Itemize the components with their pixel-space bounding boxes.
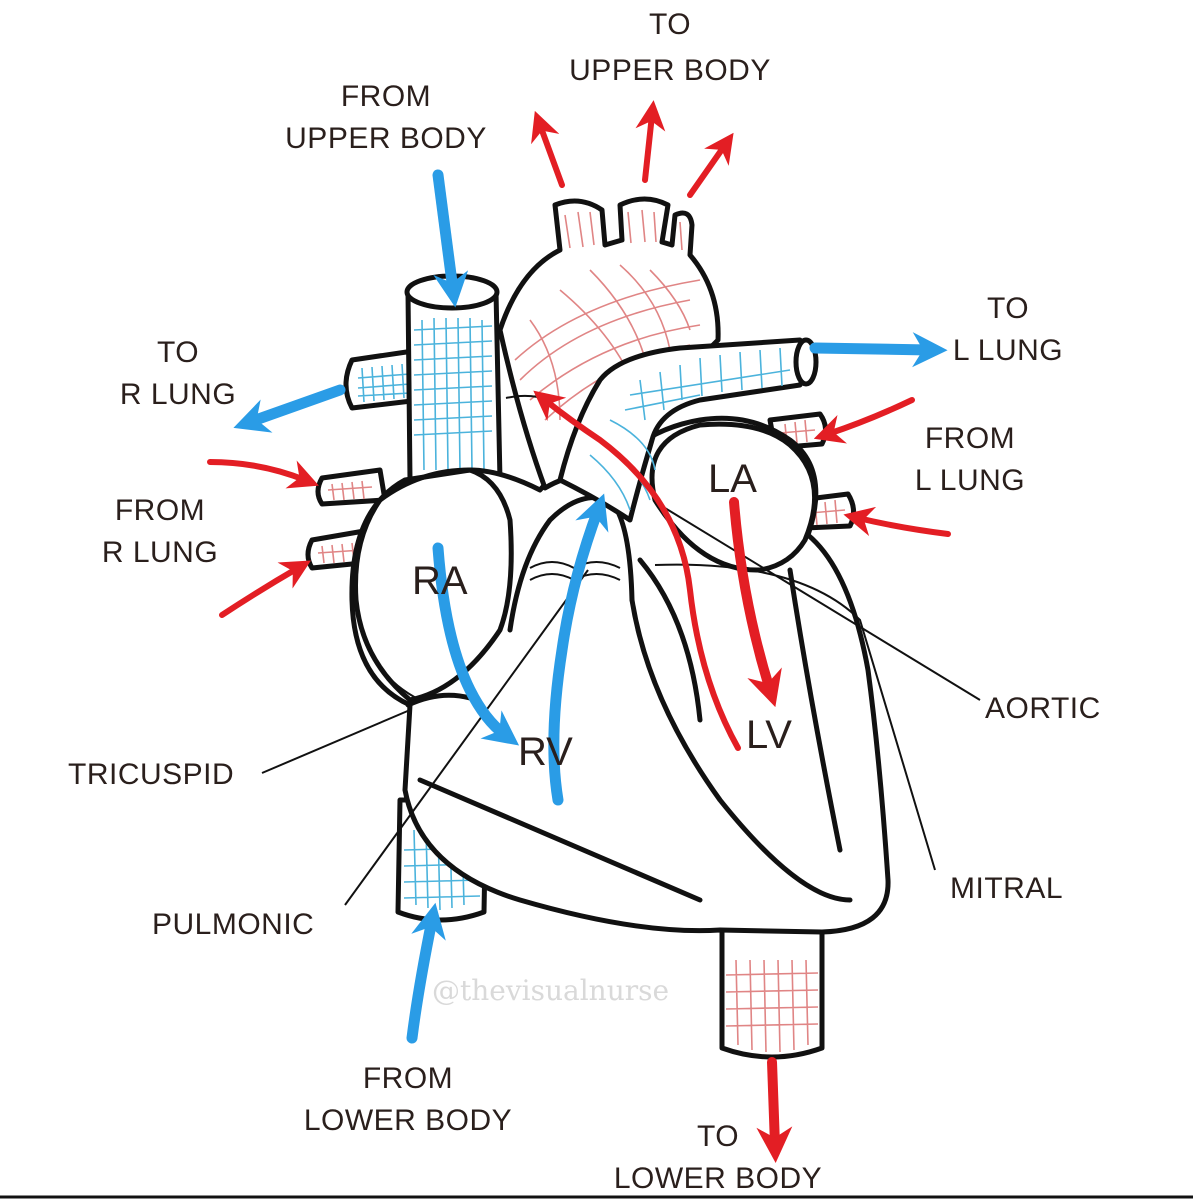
descending-aorta <box>719 927 825 1060</box>
chamber-label-rv: RV <box>518 730 573 774</box>
label-from-r-lung: FROM R LUNG <box>102 494 218 569</box>
label-from-l-lung: FROM L LUNG <box>915 422 1025 497</box>
label-to-r-lung: TO R LUNG <box>120 336 236 411</box>
arrow-from-upper-body <box>432 169 469 308</box>
chamber-label-ra: RA <box>412 559 468 603</box>
label-from-lower-body: FROM LOWER BODY <box>304 1062 512 1137</box>
label-pulmonic: PULMONIC <box>152 908 314 941</box>
arrow-la-to-lv <box>729 497 782 708</box>
label-tricuspid: TRICUSPID <box>68 758 234 791</box>
svg-text:L LUNG: L LUNG <box>953 334 1063 367</box>
oxygenated-flow <box>207 100 951 1163</box>
svg-text:TO: TO <box>987 292 1029 325</box>
svg-text:LOWER BODY: LOWER BODY <box>304 1104 512 1137</box>
svg-text:TO: TO <box>157 336 199 369</box>
heart-body <box>349 415 891 935</box>
arrow-rv-to-pulmonary <box>548 493 609 806</box>
label-to-upper-body: TO UPPER BODY <box>569 8 771 87</box>
arrow-from-l-lung-1 <box>813 397 915 444</box>
arrow-to-l-lung <box>809 332 948 368</box>
valve-pointers <box>261 504 981 906</box>
right-pulmonary-artery <box>343 347 423 411</box>
label-to-l-lung: TO L LUNG <box>953 292 1063 367</box>
label-mitral: MITRAL <box>950 872 1063 905</box>
svg-text:FROM: FROM <box>363 1062 453 1095</box>
arrow-to-upper-body-3 <box>687 132 734 198</box>
svg-text:LOWER BODY: LOWER BODY <box>614 1162 822 1195</box>
arrow-to-lower-body <box>756 1057 793 1163</box>
svg-text:FROM: FROM <box>925 422 1015 455</box>
svg-text:UPPER BODY: UPPER BODY <box>285 122 487 155</box>
pulmonary-trunk <box>557 337 819 523</box>
arrow-to-r-lung <box>233 384 346 433</box>
arrow-to-upper-body-1 <box>531 110 565 188</box>
arrow-from-r-lung-2 <box>219 560 311 618</box>
deoxygenated-flow <box>233 169 948 1044</box>
arrow-from-r-lung-1 <box>207 459 319 489</box>
arrow-ra-to-rv <box>432 542 520 746</box>
chamber-label-la: LA <box>708 457 757 501</box>
label-to-lower-body: TO LOWER BODY <box>614 1120 822 1195</box>
svg-text:FROM: FROM <box>341 80 431 113</box>
svg-text:UPPER BODY: UPPER BODY <box>569 54 771 87</box>
arrow-from-lower-body <box>406 902 446 1044</box>
svg-text:R LUNG: R LUNG <box>102 536 218 569</box>
label-from-upper-body: FROM UPPER BODY <box>285 80 487 155</box>
svg-text:L LUNG: L LUNG <box>915 464 1025 497</box>
arrow-from-l-lung-2 <box>843 506 951 537</box>
svg-text:TO: TO <box>697 1120 739 1153</box>
arrow-lv-to-aorta <box>533 390 741 751</box>
svg-text:R LUNG: R LUNG <box>120 378 236 411</box>
label-aortic: AORTIC <box>985 692 1101 725</box>
svg-text:FROM: FROM <box>115 494 205 527</box>
superior-vena-cava <box>404 273 503 483</box>
chamber-label-lv: LV <box>746 713 792 757</box>
svg-text:TO: TO <box>649 8 691 41</box>
arrow-to-upper-body-2 <box>635 100 666 183</box>
watermark: @thevisualnurse <box>432 974 669 1007</box>
